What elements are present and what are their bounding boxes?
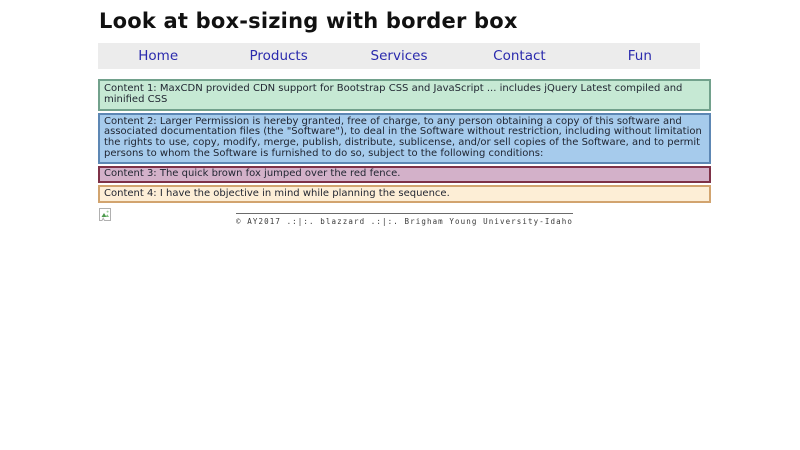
nav-item-services[interactable]: Services — [370, 48, 428, 64]
page-container: Look at box-sizing with border box Home … — [98, 0, 711, 226]
content-box-1: Content 1: MaxCDN provided CDN support f… — [98, 79, 711, 111]
page-footer: © AY2017 .:|:. blazzard .:|:. Brigham Yo… — [98, 213, 711, 226]
main-nav: Home Products Services Contact Fun — [98, 43, 700, 69]
page-title: Look at box-sizing with border box — [99, 9, 518, 33]
content-box-2: Content 2: Larger Permission is hereby g… — [98, 112, 711, 164]
nav-item-contact[interactable]: Contact — [493, 48, 546, 64]
content-box-3: Content 3: The quick brown fox jumped ov… — [98, 165, 711, 183]
nav-item-products[interactable]: Products — [249, 48, 308, 64]
broken-image-icon — [99, 206, 111, 222]
nav-item-home[interactable]: Home — [138, 48, 179, 64]
nav-item-fun[interactable]: Fun — [627, 48, 652, 64]
content-box-4: Content 4: I have the objective in mind … — [98, 184, 711, 204]
copyright-text: © AY2017 .:|:. blazzard .:|:. Brigham Yo… — [236, 213, 573, 226]
